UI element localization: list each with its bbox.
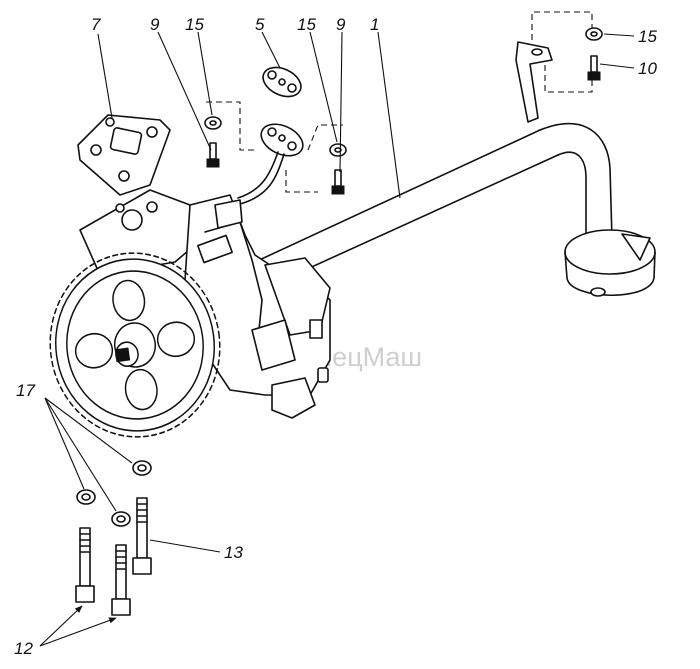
washer-15-left bbox=[204, 116, 222, 130]
pipe-bracket bbox=[515, 41, 553, 123]
callout-7: 7 bbox=[91, 15, 101, 34]
leader-lines bbox=[39, 31, 635, 647]
callout-labels: 7 9 15 5 15 9 1 15 10 17 13 12 bbox=[14, 15, 657, 658]
washer-15-right bbox=[329, 143, 347, 157]
bolt-12-right bbox=[111, 544, 131, 616]
callout-15-mid: 15 bbox=[297, 15, 316, 34]
callout-10: 10 bbox=[638, 59, 657, 78]
delivery-flange bbox=[237, 123, 304, 205]
callout-1: 1 bbox=[370, 15, 379, 34]
washer-17-mid bbox=[111, 511, 131, 527]
callout-15-right: 15 bbox=[638, 27, 657, 46]
callout-5: 5 bbox=[255, 15, 265, 34]
washer-17-left bbox=[76, 489, 96, 505]
flange-gasket-5 bbox=[262, 66, 302, 98]
pump-body bbox=[79, 189, 331, 419]
washer-17-top bbox=[132, 460, 152, 476]
callout-13: 13 bbox=[224, 543, 243, 562]
bolt-9-right bbox=[331, 169, 345, 195]
callout-9-left: 9 bbox=[150, 15, 160, 34]
oil-strainer bbox=[564, 229, 656, 297]
bolt-13 bbox=[132, 497, 152, 575]
callout-15-left: 15 bbox=[185, 15, 204, 34]
bolt-12-left bbox=[75, 527, 95, 603]
bolt-9-left bbox=[206, 142, 220, 168]
bolt-10 bbox=[587, 55, 601, 81]
washer-15-far-right bbox=[585, 27, 603, 41]
assembly-dash-lines bbox=[206, 11, 593, 193]
callout-12: 12 bbox=[14, 639, 33, 658]
callout-9-right: 9 bbox=[336, 15, 346, 34]
drive-gear bbox=[49, 252, 221, 438]
gasket-7 bbox=[77, 114, 171, 196]
callout-17: 17 bbox=[16, 381, 35, 400]
